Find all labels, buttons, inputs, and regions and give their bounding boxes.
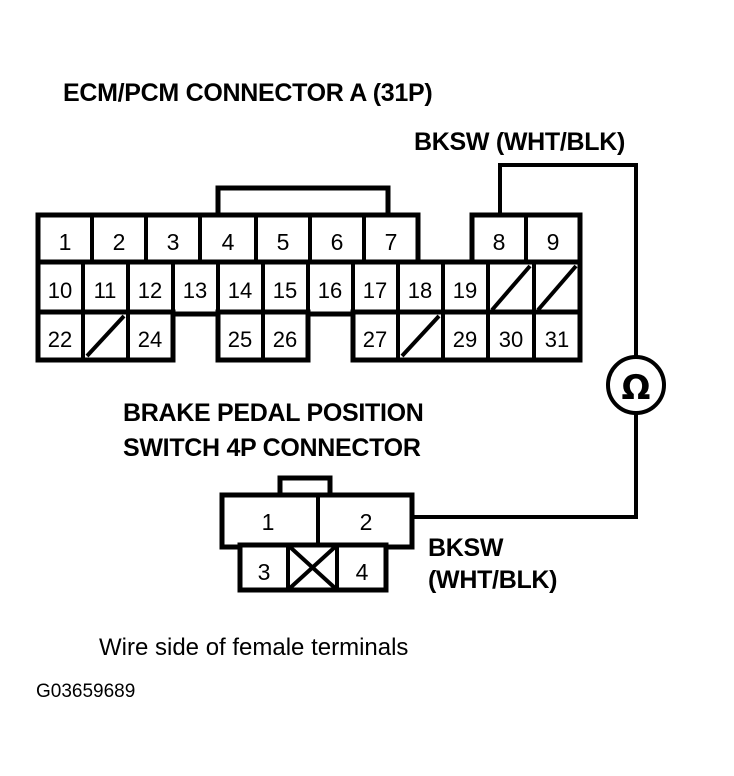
ecm-pin-13: 13 [183, 278, 207, 303]
switch-pin-2: 2 [360, 509, 373, 535]
ecm-blank-cell-slash [85, 314, 126, 358]
switch-pin-1: 1 [262, 509, 275, 535]
switch-connector-title-line1: BRAKE PEDAL POSITION [123, 399, 424, 427]
ecm-pin-26: 26 [273, 327, 297, 352]
ecm-pin-2: 2 [113, 229, 126, 255]
ecm-bottom-row-body-c [350, 309, 583, 363]
ecm-pin-18: 18 [408, 278, 432, 303]
switch-connector-title-line2: SWITCH 4P CONNECTOR [123, 434, 421, 462]
figure-id: G03659689 [36, 681, 135, 702]
ecm-pin-22: 22 [48, 327, 72, 352]
ecm-pin-29: 29 [453, 327, 477, 352]
ecm-pin-30: 30 [499, 327, 523, 352]
ecm-pin-24: 24 [138, 327, 162, 352]
ecm-pin-5: 5 [277, 229, 290, 255]
ecm-pin-17: 17 [363, 278, 387, 303]
wire-bksw-meter-to-switch [412, 413, 638, 519]
ecm-pin-8: 8 [493, 229, 506, 255]
bksw-top-label: BKSW (WHT/BLK) [414, 128, 625, 156]
ecm-blank-cell-slash [400, 314, 441, 358]
ecm-pin-19: 19 [453, 278, 477, 303]
ecm-pin-11: 11 [94, 278, 117, 303]
switch-pin-3: 3 [258, 559, 271, 585]
ecm-pin-15: 15 [273, 278, 297, 303]
ecm-pin-16: 16 [318, 278, 342, 303]
ecm-blank-cell-slash [490, 264, 532, 312]
ecm-pin-10: 10 [48, 278, 72, 303]
ecm-blank-cell-slash [536, 264, 578, 312]
ecm-pin-3: 3 [167, 229, 180, 255]
bksw-bottom-label-line2: (WHT/BLK) [428, 566, 557, 594]
ecm-pin-9: 9 [547, 229, 560, 255]
ecm-top-row-body-left [35, 212, 421, 271]
ecm-pin-4: 4 [222, 229, 235, 255]
ecm-pcm-connector-a[interactable]: 1 2 3 4 5 6 7 8 9 10 11 12 13 14 15 16 1… [35, 185, 583, 363]
ecm-pin-1: 1 [59, 229, 72, 255]
wire-bksw-ecm-to-meter [498, 163, 638, 357]
ecm-pin-12: 12 [138, 278, 162, 303]
switch-blank-cell-cross [288, 545, 337, 590]
switch-pin-4: 4 [356, 559, 369, 585]
figure-caption: Wire side of female terminals [99, 634, 408, 661]
ohmmeter: Ω [606, 355, 666, 415]
ecm-pin-25: 25 [228, 327, 252, 352]
ecm-pin-6: 6 [331, 229, 344, 255]
ohm-symbol-icon: Ω [622, 368, 651, 408]
ecm-pin-14: 14 [228, 278, 252, 303]
ecm-connector-title: ECM/PCM CONNECTOR A (31P) [63, 79, 432, 107]
brake-pedal-switch-4p-connector[interactable]: 1 2 3 4 [219, 475, 415, 593]
switch-connector-top-tab [277, 475, 333, 495]
ecm-pin-27: 27 [363, 327, 387, 352]
ecm-pin-7: 7 [385, 229, 398, 255]
ecm-connector-top-tab [215, 185, 391, 215]
bksw-bottom-label-line1: BKSW [428, 534, 504, 562]
ecm-pin-31: 31 [545, 327, 569, 352]
